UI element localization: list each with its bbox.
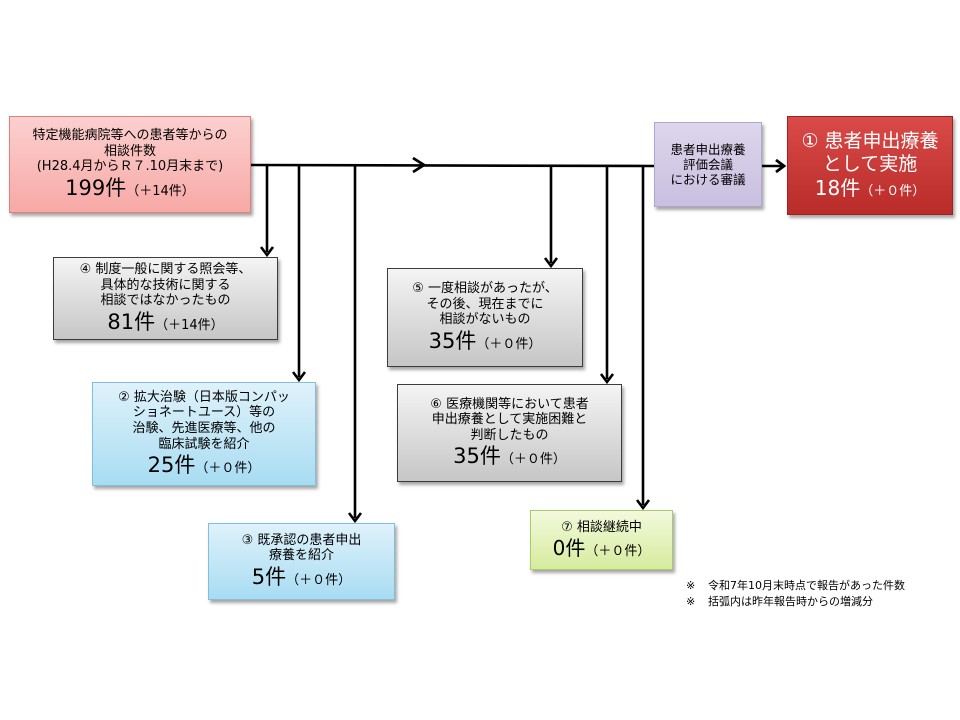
count-line: 81件（＋14件） [107,310,223,335]
box-text-line: における審議 [670,172,746,187]
box-text-line: ③ 既承認の患者申出 [241,532,362,548]
box-text-line: 臨床試験を紹介 [158,436,250,452]
count-value: 18件 [814,176,861,201]
box-text-line: (H28.4月からＲ７.10月末まで) [36,159,224,175]
arrowhead-5-icon [543,257,559,269]
count-delta: （＋14件） [155,317,224,333]
box-text-line: 療養を紹介 [268,548,334,564]
evaluation-council-review-box: 患者申出療養 評価会議 における審議 [654,122,762,207]
box-text-line: 具体的な技術に関する [100,277,231,293]
box-text-line: その後、現在までに [426,296,544,312]
count-delta: （＋０件） [286,573,352,588]
count-value: 35件 [453,444,501,469]
count-line: 5件（＋０件） [252,565,351,590]
arrowhead-2-icon [291,371,307,383]
count-value: 25件 [147,453,196,478]
arrowhead-6-icon [599,373,615,385]
arrowhead-4-icon [259,246,275,258]
arrowhead-3-icon [347,512,363,524]
outcome-no-further-contact-box: ⑤ 一度相談があったが、 その後、現在までに 相談がないもの 35件（＋０件） [387,268,583,367]
count-delta: （＋０件） [860,184,926,200]
count-delta: （＋０件） [195,461,261,477]
reference-mark-icon: ※ [686,579,696,592]
box-text-line: 相談件数 [103,143,156,159]
count-delta: （＋14件） [126,183,195,199]
review-to-implemented-arrow-icon [775,158,787,174]
count-line: 35件（＋０件） [429,329,542,354]
count-value: 81件 [107,309,156,334]
outcome-judged-difficult-box: ⑥ 医療機関等において患者 申出療養として実施困難と 判断したもの 35件（＋０… [397,384,622,482]
box-text-line: ② 拡大治験（日本版コンパッ [118,389,290,405]
reference-mark-icon: ※ [686,595,696,608]
main-flow-line [250,163,655,168]
outcome-general-inquiry-box: ④ 制度一般に関する照会等、 具体的な技術に関する 相談ではなかったもの 81件… [53,257,278,340]
box-text-line: 相談がないもの [439,312,531,328]
outcome-approved-referral-box: ③ 既承認の患者申出 療養を紹介 5件（＋０件） [208,523,395,600]
count-line: 25件（＋０件） [148,453,261,478]
box-text-line: 特定機能病院等への患者等からの [32,128,228,144]
box-text-line: ④ 制度一般に関する照会等、 [79,262,252,278]
box-text-line: ① 患者申出療養 [801,129,939,152]
box-text-line: ⑤ 一度相談があったが、 [412,281,558,297]
box-text-line: として実施 [822,152,918,175]
footnote: ※ 括弧内は昨年報告時からの増減分 [686,594,905,610]
count-delta: （＋０件） [476,336,542,352]
count-line: 35件（＋０件） [453,444,566,469]
count-value: 199件 [65,175,127,200]
total-consultations-box: 特定機能病院等への患者等からの 相談件数 (H28.4月からＲ７.10月末まで)… [9,116,251,213]
box-text-line: 治験、先進医療等、他の [132,420,276,436]
box-text-line: 相談ではなかったもの [100,293,231,309]
footnote: ※ 令和7年10月末時点で報告があった件数 [686,578,905,594]
count-line: 0件（＋０件） [553,536,651,560]
box-text-line: ⑥ 医療機関等において患者 [430,396,589,412]
footnote-text: 令和7年10月末時点で報告があった件数 [708,579,905,592]
count-value: 5件 [251,565,287,589]
main-flow-chevron-icon [412,156,427,174]
count-value: 35件 [428,328,477,353]
footnote-text: 括弧内は昨年報告時からの増減分 [708,595,873,608]
outcome-trial-referral-box: ② 拡大治験（日本版コンパッ ショネートユース）等の 治験、先進医療等、他の 臨… [92,382,316,486]
outcome-ongoing-box: ⑦ 相談継続中 0件（＋０件） [530,510,673,570]
count-delta: （＋０件） [585,544,651,560]
footnotes: ※ 令和7年10月末時点で報告があった件数 ※ 括弧内は昨年報告時からの増減分 [686,578,905,610]
box-text-line: 申出療養として実施困難と [431,412,588,428]
arrowhead-7-icon [635,499,651,511]
count-line: 199件（＋14件） [65,176,195,201]
count-value: 0件 [552,536,586,561]
box-text-line: 判断したもの [470,427,549,443]
box-text-line: ⑦ 相談継続中 [561,519,642,535]
box-text-line: 患者申出療養 [670,142,746,157]
box-text-line: 評価会議 [682,157,733,172]
count-line: 18件（＋０件） [815,176,925,201]
outcome-implemented-box: ① 患者申出療養 として実施 18件（＋０件） [787,116,953,215]
box-text-line: ショネートユース）等の [132,405,276,421]
count-delta: （＋０件） [500,452,566,468]
